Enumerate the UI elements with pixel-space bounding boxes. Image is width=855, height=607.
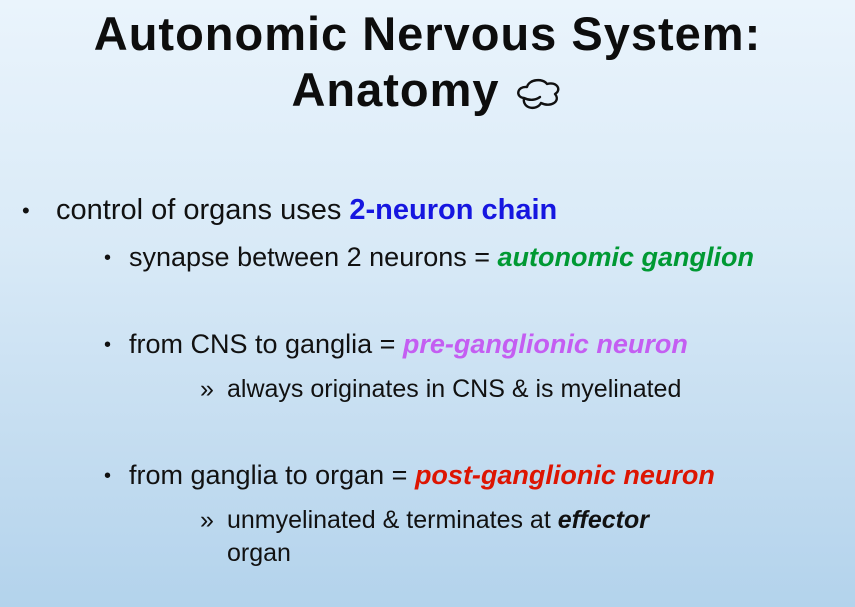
bullet-text-plain: from CNS to ganglia = xyxy=(129,329,403,360)
spacer xyxy=(0,363,855,373)
highlight-autonomic-ganglion: autonomic ganglion xyxy=(497,241,755,272)
spacer xyxy=(0,494,855,504)
title-line-2-text: Anatomy xyxy=(291,62,500,116)
bullet-autonomic-ganglion: • synapse between 2 neurons = autonomic … xyxy=(0,240,855,276)
bullet-postganglionic: • from ganglia to organ = post-ganglioni… xyxy=(0,458,855,494)
bullet-two-neuron-chain: • control of organs uses 2-neuron chain xyxy=(0,191,855,229)
subpoint-text-continued: organ xyxy=(227,538,291,567)
subpoint-marker: » xyxy=(200,374,214,403)
title-line-2: Anatomy xyxy=(291,61,563,117)
spacer xyxy=(0,406,855,458)
bullet-preganglionic: • from CNS to ganglia = pre-ganglionic n… xyxy=(0,327,855,363)
highlight-2-neuron-chain: 2-neuron chain xyxy=(349,194,558,227)
spacer xyxy=(0,275,855,327)
cloud-scribble-icon xyxy=(516,79,559,110)
spacer xyxy=(0,230,855,240)
bullet-text: synapse between 2 neurons = autonomic ga… xyxy=(129,240,855,276)
subpoint-myelinated: » always originates in CNS & is myelinat… xyxy=(0,373,855,406)
slide-title: Autonomic Nervous System: Anatomy xyxy=(0,0,855,117)
bullet-marker: • xyxy=(104,464,112,487)
highlight-preganglionic-neuron: pre-ganglionic neuron xyxy=(402,329,688,360)
subpoint-effector-organ: » unmyelinated & terminates at effector o… xyxy=(0,504,855,570)
subpoint-marker: » xyxy=(200,505,214,534)
subpoint-text: always originates in CNS & is myelinated xyxy=(227,374,682,403)
bullet-text: from CNS to ganglia = pre-ganglionic neu… xyxy=(129,327,855,363)
bullet-marker: • xyxy=(104,246,112,269)
bullet-text: from ganglia to organ = post-ganglionic … xyxy=(129,458,855,494)
emphasis-effector: effector xyxy=(557,505,649,534)
bullet-marker: • xyxy=(104,334,112,357)
subpoint-text: unmyelinated & terminates at effector org… xyxy=(227,504,855,570)
bullet-text-plain: from ganglia to organ = xyxy=(129,459,415,490)
bullet-text: control of organs uses 2-neuron chain xyxy=(56,191,855,229)
bullet-text-plain: control of organs uses xyxy=(56,194,350,227)
bullet-marker: • xyxy=(22,198,30,224)
subpoint-text-plain: unmyelinated & terminates at xyxy=(227,505,558,534)
highlight-postganglionic-neuron: post-ganglionic neuron xyxy=(414,459,715,490)
slide-body: • control of organs uses 2-neuron chain … xyxy=(0,191,855,569)
title-line-1: Autonomic Nervous System: xyxy=(93,7,762,60)
bullet-text-plain: synapse between 2 neurons = xyxy=(129,241,498,272)
